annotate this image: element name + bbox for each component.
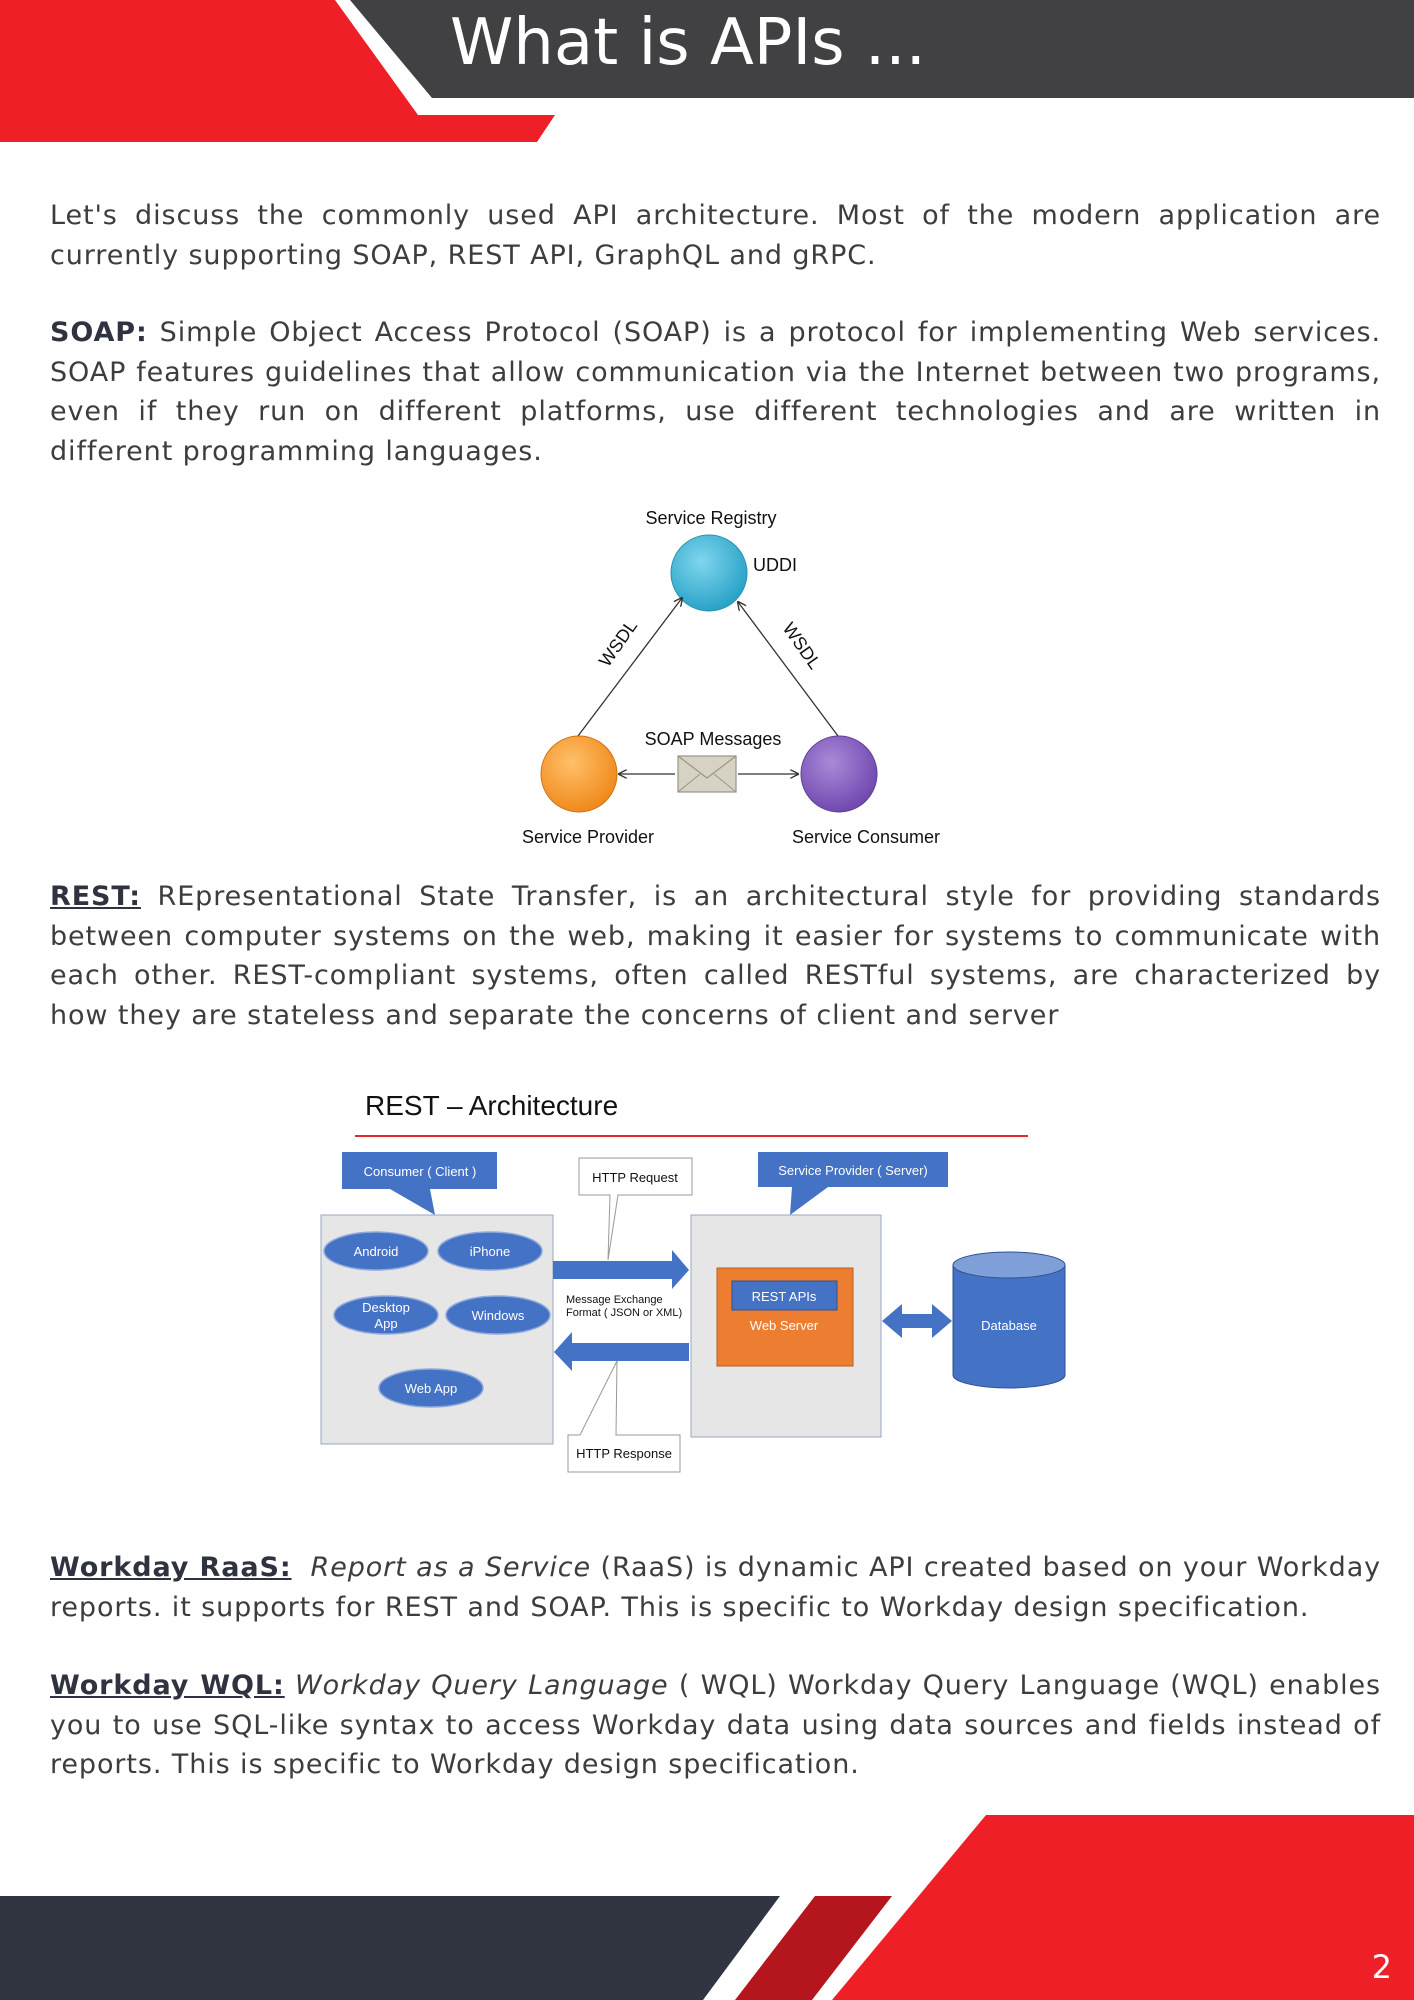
client-desktop-label: Desktop [362,1300,410,1315]
rest-text: REpresentational State Transfer, is an a… [50,881,1381,1031]
provider-callout: Service Provider ( Server) [758,1152,948,1215]
database-label: Database [981,1318,1037,1333]
page-number: 2 [1371,1948,1392,1986]
wsdl-left-arrow [577,598,682,737]
client-iphone: iPhone [437,1231,543,1271]
rest-label: REST: [50,881,141,912]
footer-dark-red-stripe [735,1896,892,2000]
rest-architecture-diagram: REST – Architecture Consumer ( Client ) … [320,1090,1066,1473]
client-desktop-app: Desktop App [333,1295,439,1335]
client-web-app: Web App [378,1368,484,1408]
request-arrow [553,1250,689,1289]
message-format-line2: Format ( JSON or XML) [566,1307,682,1319]
footer-banner [0,1815,1414,2000]
client-app-label: App [374,1316,397,1331]
uddi-label: UDDI [753,555,797,575]
header-banner [0,0,1414,142]
wsdl-right-arrow [738,602,839,737]
soap-paragraph: SOAP: Simple Object Access Protocol (SOA… [50,313,1381,471]
service-provider-node [540,735,618,813]
rest-paragraph: REST: REpresentational State Transfer, i… [50,877,1381,1035]
envelope-icon [677,755,737,793]
message-format-line1: Message Exchange [566,1294,663,1306]
http-request-label: HTTP Request [592,1170,678,1185]
server-database-arrow [882,1304,952,1338]
service-consumer-label: Service Consumer [792,827,940,847]
wql-text: ( WQL) Workday Query Language (WQL) enab… [50,1670,1382,1780]
wql-label: Workday WQL: [50,1670,285,1701]
raas-paragraph: Workday RaaS: Report as a Service (RaaS)… [50,1548,1381,1627]
rest-diagram-title: REST – Architecture [365,1090,618,1121]
client-windows-label: Windows [472,1308,525,1323]
client-web-app-label: Web App [405,1381,458,1396]
soap-text: Simple Object Access Protocol (SOAP) is … [50,317,1381,467]
soap-label: SOAP: [50,317,148,348]
consumer-callout-label: Consumer ( Client ) [364,1164,477,1179]
soap-messages-label: SOAP Messages [645,729,782,749]
client-android-label: Android [354,1244,399,1259]
footer-dark-shape [0,1896,780,2000]
wql-italic: Workday Query Language [295,1670,669,1701]
service-registry-label: Service Registry [645,508,776,528]
web-server-label: Web Server [750,1318,819,1333]
http-request-callout: HTTP Request [578,1157,693,1261]
service-provider-label: Service Provider [522,827,654,847]
header-red-shape [0,0,555,142]
rest-apis-box [731,1280,838,1311]
footer-red-shape [832,1815,1414,2000]
raas-label: Workday RaaS: [50,1552,292,1583]
intro-paragraph: Let's discuss the commonly used API arch… [50,200,1381,271]
response-arrow [554,1332,689,1371]
provider-callout-label: Service Provider ( Server) [778,1163,928,1178]
client-iphone-label: iPhone [470,1244,510,1259]
wql-paragraph: Workday WQL: Workday Query Language ( WQ… [50,1666,1381,1785]
raas-italic: Report as a Service [310,1552,592,1583]
page-title: What is APIs ... [450,6,926,80]
service-registry-node [670,534,748,612]
soap-diagram: Service Registry UDDI WSDL WSDL SOAP Mes… [522,508,940,847]
client-android: Android [323,1231,429,1271]
database-cylinder: Database [952,1251,1066,1389]
client-windows: Windows [445,1295,551,1335]
header-dark-shape [350,0,1414,98]
raas-text: (RaaS) is dynamic API created based on y… [50,1552,1382,1623]
http-response-label: HTTP Response [576,1446,672,1461]
service-consumer-node [800,735,878,813]
rest-apis-label: REST APIs [752,1289,817,1304]
consumer-callout: Consumer ( Client ) [342,1152,497,1215]
http-response-callout: HTTP Response [567,1360,681,1473]
